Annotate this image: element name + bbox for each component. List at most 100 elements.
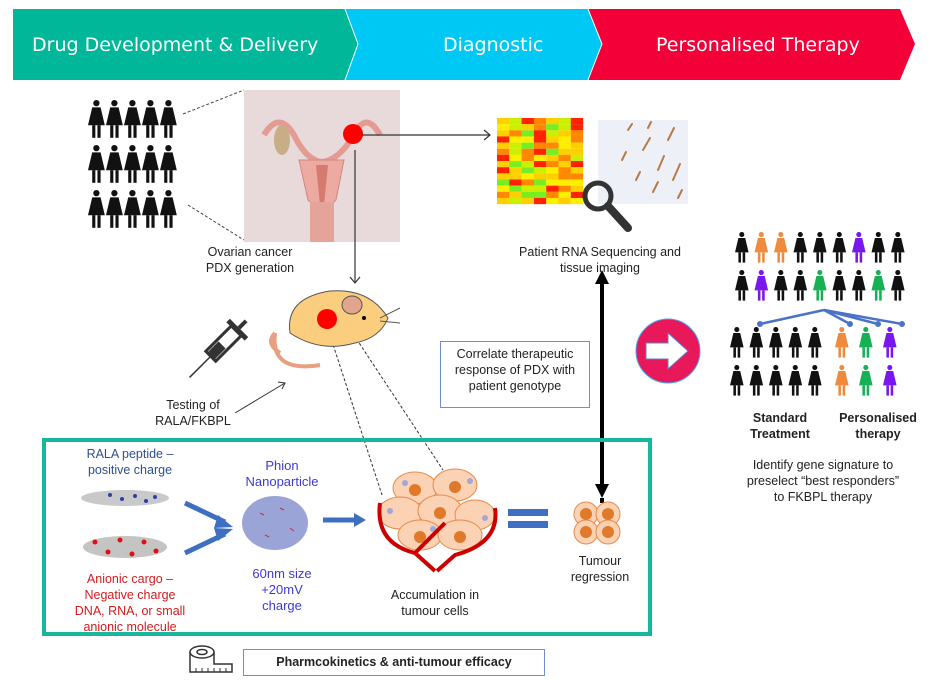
heatmap-cell — [558, 179, 571, 186]
heatmap-cell — [509, 179, 522, 186]
person-icon — [88, 145, 105, 183]
person-icon — [852, 270, 866, 301]
rala-line2: positive charge — [87, 463, 173, 477]
heatmap-cell — [521, 167, 534, 174]
rala-label: RALA peptide – positive charge — [70, 446, 190, 478]
phion-nanoparticle-image — [242, 496, 308, 550]
heatmap-cell — [546, 173, 559, 180]
heatmap-cell — [497, 124, 510, 131]
person-icon — [88, 190, 105, 228]
person-icon — [774, 270, 788, 301]
person-icon — [883, 327, 897, 358]
standard-treatment-label: Standard Treatment — [735, 410, 825, 442]
person-icon — [124, 100, 141, 138]
heatmap-cell — [509, 185, 522, 192]
standard-line1: Standard — [752, 411, 808, 425]
size-line3: charge — [262, 598, 302, 613]
heatmap-cell — [521, 124, 534, 131]
stage-drug-development-shape — [13, 9, 358, 80]
person-icon — [735, 232, 749, 263]
accum-line1: Accumulation in — [390, 588, 480, 602]
heatmap-cell — [558, 130, 571, 137]
heatmap-cell — [497, 161, 510, 168]
branch-arrowhead — [847, 321, 853, 327]
heatmap-cell — [521, 185, 534, 192]
stage-diagnostic: Diagnostic — [443, 34, 544, 56]
heatmap-cell — [521, 136, 534, 143]
ovarian-label: Ovarian cancer PDX generation — [190, 244, 310, 276]
testing-label: Testing of RALA/FKBPL — [148, 397, 238, 429]
tumour-regression-label: Tumour regression — [560, 553, 640, 585]
size-line1: 60nm size — [252, 566, 312, 581]
correlate-box: Correlate therapeutic response of PDX wi… — [440, 341, 590, 408]
regress-line1: Tumour — [578, 554, 622, 568]
heatmap-cell — [497, 142, 510, 149]
rna-label-line1: Patient RNA Sequencing and — [519, 245, 681, 259]
person-icon — [769, 327, 783, 358]
heatmap-cell — [570, 136, 584, 143]
person-icon — [871, 232, 886, 263]
tumour-marker-icon — [343, 124, 363, 144]
gene-line1: Identify gene signature to — [752, 458, 894, 472]
person-icon — [106, 145, 123, 183]
person-icon — [124, 190, 141, 228]
heatmap-cell — [497, 191, 510, 198]
heatmap-cell — [546, 197, 559, 205]
heatmap-cell — [558, 142, 571, 149]
person-icon — [813, 270, 827, 301]
heatmap-cell — [521, 197, 534, 205]
stage-personalised-shape — [588, 9, 915, 80]
heatmap-cell — [558, 173, 571, 180]
gene-line3: to FKBPL therapy — [773, 490, 873, 504]
person-icon — [754, 232, 769, 263]
heatmap-cell — [558, 167, 571, 174]
phion-line1: Phion — [265, 458, 299, 473]
heatmap-cell — [570, 197, 584, 205]
person-icon — [774, 232, 788, 263]
heatmap-cell — [509, 197, 522, 205]
heatmap-cell — [558, 154, 571, 162]
person-icon — [106, 100, 123, 138]
person-icon — [106, 190, 123, 228]
branch-arrow — [823, 308, 903, 326]
heatmap-cell — [533, 118, 547, 125]
heatmap-cell — [521, 173, 534, 180]
heatmap-cell — [497, 136, 510, 143]
person-icon — [735, 270, 749, 301]
heatmap-cell — [497, 185, 510, 192]
heatmap-cell — [533, 130, 547, 137]
rna-label: Patient RNA Sequencing and tissue imagin… — [505, 244, 695, 276]
heatmap-cell — [521, 148, 534, 155]
heatmap-cell — [546, 130, 559, 137]
ovarian-anatomy-image — [244, 90, 400, 242]
person-icon — [808, 327, 822, 358]
heatmap-cell — [558, 197, 571, 205]
rala-peptide-image — [81, 490, 169, 506]
size-line2: +20mV — [261, 582, 303, 597]
heatmap-cell — [570, 124, 584, 131]
heatmap-cell — [521, 142, 534, 149]
heatmap-cell — [546, 161, 559, 168]
pdx-mouse-icon — [269, 290, 401, 369]
person-icon — [769, 365, 783, 396]
person-icon — [793, 232, 808, 263]
syringe-icon — [189, 318, 249, 378]
rna-heatmap-image — [497, 118, 584, 205]
heatmap-cell — [521, 130, 534, 137]
heatmap-cell — [570, 161, 584, 168]
heatmap-cell — [546, 167, 559, 174]
person-icon — [730, 327, 744, 358]
person-icon — [832, 232, 847, 263]
phion-label: Phion Nanoparticle — [232, 458, 332, 490]
tumour-cells-image — [377, 468, 498, 573]
heatmap-cell — [570, 142, 584, 149]
heatmap-cell — [546, 118, 559, 125]
cargo-line2: Negative charge — [84, 588, 176, 602]
heatmap-cell — [533, 185, 547, 192]
person-icon — [160, 145, 177, 183]
heatmap-cell — [509, 191, 522, 198]
personalised-therapy-label: Personalised therapy — [828, 410, 928, 442]
heatmap-cell — [570, 179, 584, 186]
heatmap-cell — [497, 197, 510, 205]
heatmap-cell — [546, 179, 559, 186]
